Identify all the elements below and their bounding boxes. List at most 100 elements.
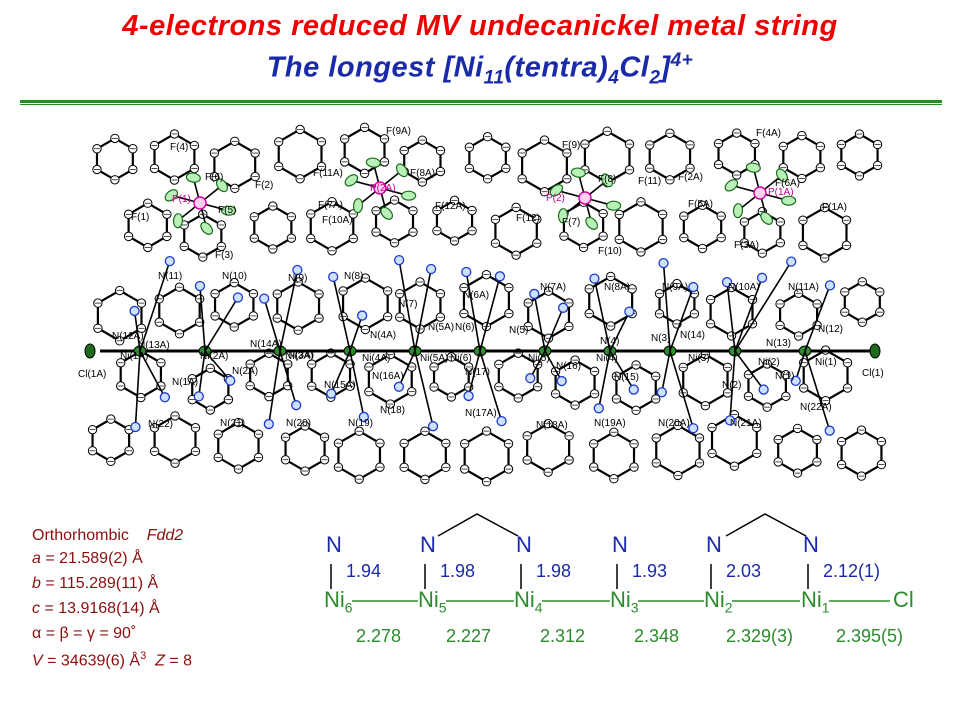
structure-atom-label: Ni(5A) <box>420 353 449 364</box>
structure-atom-label: P(2A) <box>370 183 396 194</box>
schematic-nickel-label: Ni6 <box>324 587 353 615</box>
schematic-nitrogen-label: N <box>706 532 722 557</box>
fluorine-atom <box>732 203 744 219</box>
cell-v-var: V <box>32 652 43 670</box>
ni-n-distance: 1.94 <box>346 561 382 581</box>
structure-atom-label: N(20A) <box>658 418 690 429</box>
fluorine-atom <box>557 208 569 224</box>
title-sub: 11 <box>483 67 505 89</box>
cell-b-var: b <box>32 575 41 592</box>
structure-atom-label: F(5) <box>218 205 237 216</box>
nitrogen-atom <box>525 373 536 384</box>
chlorine-atom <box>869 343 881 359</box>
schematic-nitrogen-label: N <box>516 532 532 557</box>
structure-atom-label: N(17) <box>465 367 491 378</box>
phosphorus-atom <box>373 181 387 195</box>
nitrogen-atom <box>164 255 175 267</box>
schematic-nickel-label: Ni3 <box>610 587 639 615</box>
n-ni-bond <box>479 276 501 352</box>
ni-ni-distance: 2.329(3) <box>726 626 794 646</box>
fluorine-atom <box>172 213 184 229</box>
nitrogen-atom <box>425 263 437 275</box>
n-ni-bond <box>263 298 281 352</box>
fluorine-atom <box>724 179 739 192</box>
ni-n-distance: 1.98 <box>440 561 476 581</box>
title-part: The longest [Ni <box>266 51 484 84</box>
fluorine-atom <box>585 216 599 230</box>
fluorine-atom <box>185 172 201 183</box>
nitrogen-atom <box>259 293 270 304</box>
structure-atom-label: N(10) <box>222 271 248 282</box>
structure-atom-label: F(11A) <box>313 168 343 179</box>
n-ni-bond <box>279 350 297 406</box>
chlorine-atom <box>84 343 96 359</box>
structure-atom-label: N(19A) <box>594 418 626 429</box>
ring-bond <box>276 280 321 332</box>
structure-atom-label: Cl(1) <box>862 368 884 379</box>
ring-bond <box>843 280 881 324</box>
n-ni-bond <box>268 350 281 425</box>
structure-atom-label: N(1) <box>775 371 795 382</box>
ring-bond <box>127 201 168 249</box>
ring-bond <box>782 134 822 180</box>
nitrogen-atom <box>656 387 667 398</box>
structure-atom-label: N(14) <box>680 330 706 341</box>
nitrogen-atom <box>225 375 236 386</box>
n-ni-bond <box>669 286 695 352</box>
ni-n-distance: 1.98 <box>536 561 572 581</box>
nitrogen-atom <box>326 388 337 399</box>
title-part: (tentra) <box>504 51 609 84</box>
structure-atom-label: F(1) <box>131 212 150 223</box>
structure-atom-label: F(10A) <box>322 215 353 226</box>
schematic-nickel-label: Ni2 <box>704 587 733 615</box>
n-ni-bond <box>414 350 434 427</box>
n-ni-bond <box>598 350 611 409</box>
nitrogen-atom <box>494 271 506 282</box>
structure-atom-label: P(1) <box>172 194 191 205</box>
ni-ni-distance: 2.278 <box>356 626 402 646</box>
fluorine-atom <box>344 174 359 187</box>
structure-atom-label: Ni(1A) <box>120 351 149 362</box>
nitrogen-atom <box>232 292 244 303</box>
fluorine-atom <box>775 168 789 183</box>
schematic-bridge-bond <box>725 513 807 537</box>
nickel-symbol: Ni <box>514 587 535 612</box>
structure-atom-label: F(3A) <box>734 240 759 251</box>
fluorine-atom <box>352 198 364 214</box>
n-ni-bond <box>726 282 736 352</box>
n-ni-bond <box>139 260 171 352</box>
n-ni-bond <box>204 297 239 352</box>
ring-bond <box>840 428 883 478</box>
nickel-index: 1 <box>821 599 830 616</box>
structure-atom-label: F(7A) <box>318 200 343 211</box>
structure-atom-label: N(9A) <box>662 282 689 293</box>
cell-angles: α = β = γ = 90˚ <box>32 625 137 642</box>
title-line-1: 4-electrons reduced MV undecanickel meta… <box>122 10 838 42</box>
schematic-nickel-label: Ni5 <box>418 587 447 615</box>
divider-bottom <box>20 104 942 105</box>
cell-a-var: a <box>32 550 41 567</box>
ring-bond <box>284 424 326 473</box>
nitrogen-atom <box>624 306 635 317</box>
structure-atom-label: F(8) <box>598 174 617 185</box>
nitrogen-atom <box>593 403 604 414</box>
title-line-2: The longest [Ni11(tentra)4Cl2]4+ <box>0 50 960 89</box>
schematic-nitrogen-label: N <box>803 532 819 557</box>
n-ni-bond <box>734 277 763 352</box>
schematic-chlorine-label: Cl <box>893 587 914 612</box>
n-ni-bond <box>139 350 166 398</box>
structure-atom-label: Ni(1) <box>815 357 837 368</box>
nitrogen-atom <box>558 302 569 313</box>
structure-atom-label: F(5A) <box>688 199 713 210</box>
phosphorus-atom <box>193 196 207 210</box>
cell-b: b = 115.289(11) Å <box>32 575 158 593</box>
nickel-index: 3 <box>630 599 639 616</box>
n-ni-bond <box>729 350 736 421</box>
structure-atom-label: N(5A) <box>428 322 455 333</box>
structure-atom-label: F(9) <box>562 140 581 151</box>
ni-ni-distance: 2.312 <box>540 626 586 646</box>
structure-atom-label: N(21) <box>220 418 246 429</box>
nitrogen-atom <box>193 391 204 402</box>
structure-atom-label: F(2) <box>255 180 274 191</box>
nitrogen-atom <box>756 272 768 283</box>
